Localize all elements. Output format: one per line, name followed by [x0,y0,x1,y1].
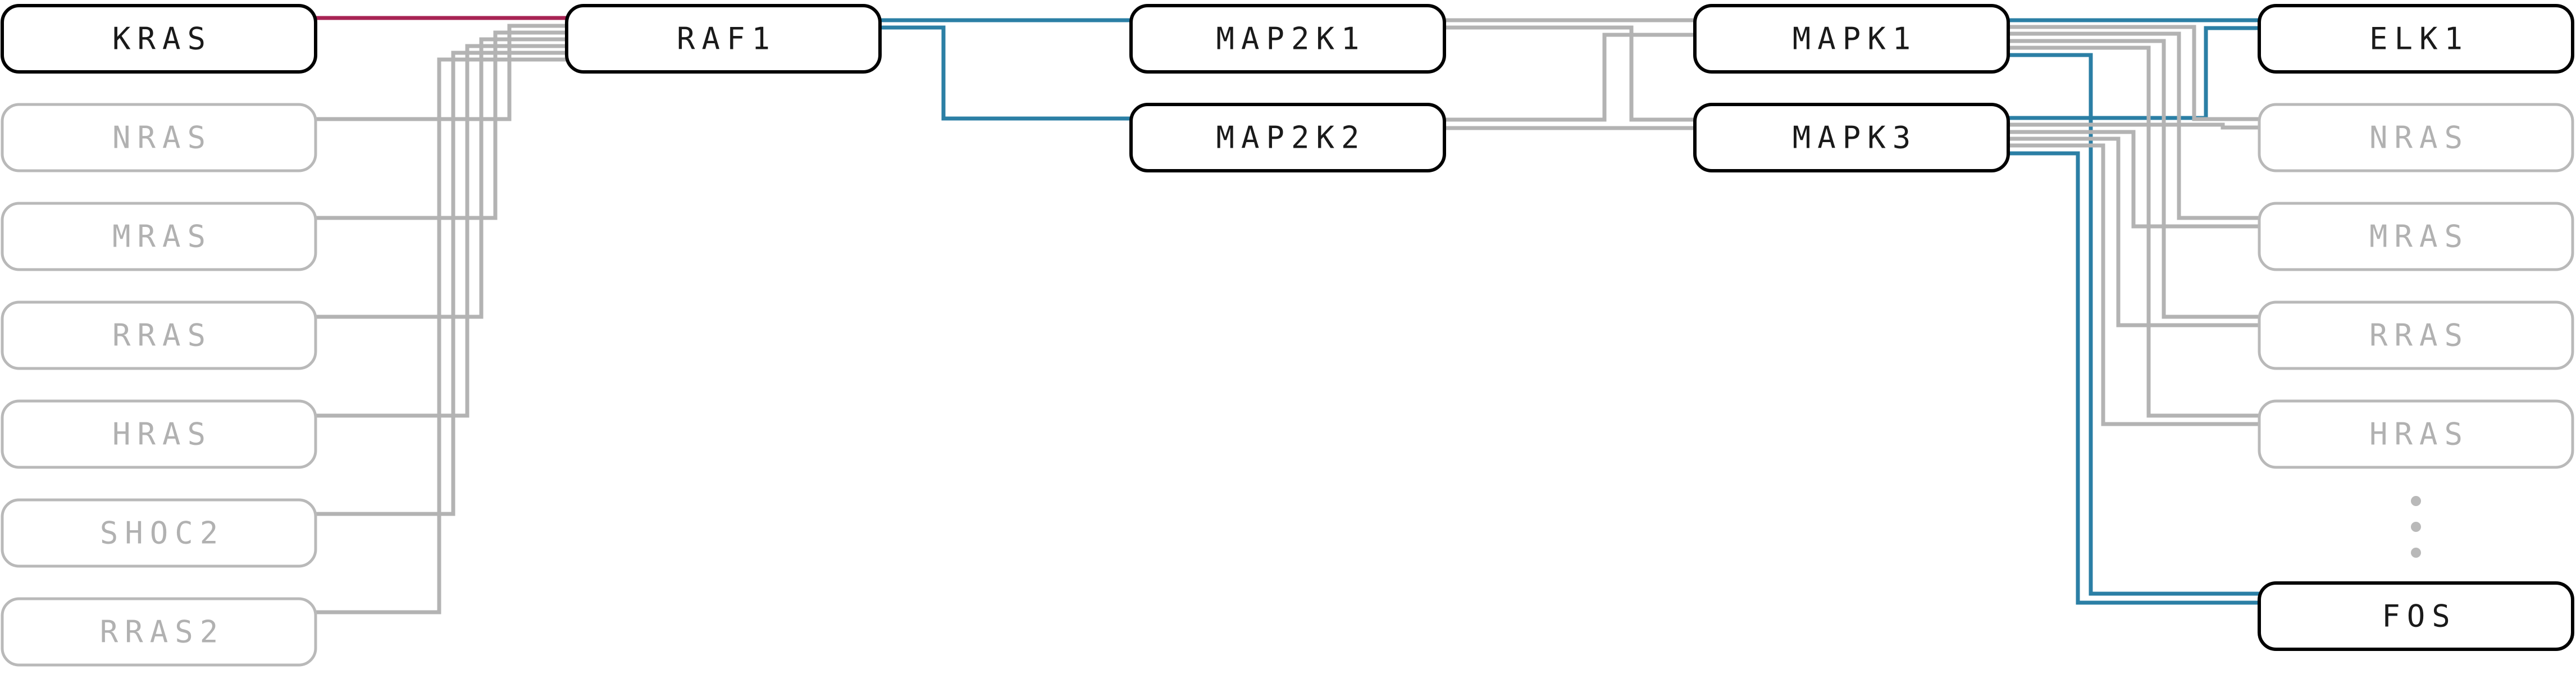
edge-mapk3-elk1 [2008,26,2259,120]
node-rras2[interactable]: RRAS2 [1,597,317,667]
node-map2k2[interactable]: MAP2K2 [1129,103,1446,172]
node-box-rras2[interactable] [1,597,317,667]
ellipsis-dot [2411,496,2421,506]
node-hras-right[interactable]: HRAS [2258,399,2574,469]
node-rras-right[interactable]: RRAS [2258,300,2574,370]
node-raf1[interactable]: RAF1 [565,4,882,74]
node-kras[interactable]: KRAS [1,4,317,74]
edge-mapk3-rras [2008,136,2259,327]
edge-shoc2-raf1 [316,51,567,516]
node-nras-right[interactable]: NRAS [2258,103,2574,172]
edge-mapk3-nras [2008,122,2259,130]
edge-mapk1-fos [2008,53,2259,596]
edge-mapk1-hras [2008,45,2259,418]
node-mras-left[interactable]: MRAS [1,202,317,271]
edge-raf1-map2k2 [880,25,1131,121]
edge-map2k1-mapk3 [1444,25,1695,122]
node-mapk3[interactable]: MAPK3 [1693,103,2010,172]
node-mapk1[interactable]: MAPK1 [1693,4,2010,74]
node-box-rras-left[interactable] [1,300,317,370]
node-box-elk1[interactable] [2258,4,2574,74]
ellipsis-dots [2411,496,2421,558]
edge-mapk1-nras [2008,25,2259,121]
node-box-mras-right[interactable] [2258,202,2574,271]
node-box-hras-right[interactable] [2258,399,2574,469]
node-map2k1[interactable]: MAP2K1 [1129,4,1446,74]
node-rras-left[interactable]: RRAS [1,300,317,370]
ellipsis-dot [2411,548,2421,558]
node-nras-left[interactable]: NRAS [1,103,317,172]
node-box-rras-right[interactable] [2258,300,2574,370]
node-fos[interactable]: FOS [2258,581,2574,651]
node-box-raf1[interactable] [565,4,882,74]
edge-rras-raf1 [316,37,567,319]
node-box-mras-left[interactable] [1,202,317,271]
node-box-hras-left[interactable] [1,399,317,469]
edge-mapk3-hras [2008,143,2259,426]
node-box-map2k2[interactable] [1129,103,1446,172]
ellipsis-dot [2411,522,2421,532]
edge-nras-raf1 [316,24,567,121]
node-elk1[interactable]: ELK1 [2258,4,2574,74]
edge-layer [316,16,2259,614]
edge-mras-raf1 [316,30,567,220]
edge-mapk1-rras [2008,39,2259,319]
edge-rras2-raf1 [316,57,567,614]
node-box-fos[interactable] [2258,581,2574,651]
node-box-map2k1[interactable] [1129,4,1446,74]
node-mras-right[interactable]: MRAS [2258,202,2574,271]
edge-mapk3-fos [2008,151,2259,605]
node-box-nras-left[interactable] [1,103,317,172]
node-box-mapk3[interactable] [1693,103,2010,172]
edge-map2k2-mapk1 [1444,33,1695,122]
node-box-nras-right[interactable] [2258,103,2574,172]
node-hras-left[interactable]: HRAS [1,399,317,469]
node-box-kras[interactable] [1,4,317,74]
edge-mapk3-mras [2008,130,2259,229]
edge-hras-raf1 [316,44,567,418]
node-shoc2[interactable]: SHOC2 [1,498,317,568]
node-box-shoc2[interactable] [1,498,317,568]
node-box-mapk1[interactable] [1693,4,2010,74]
